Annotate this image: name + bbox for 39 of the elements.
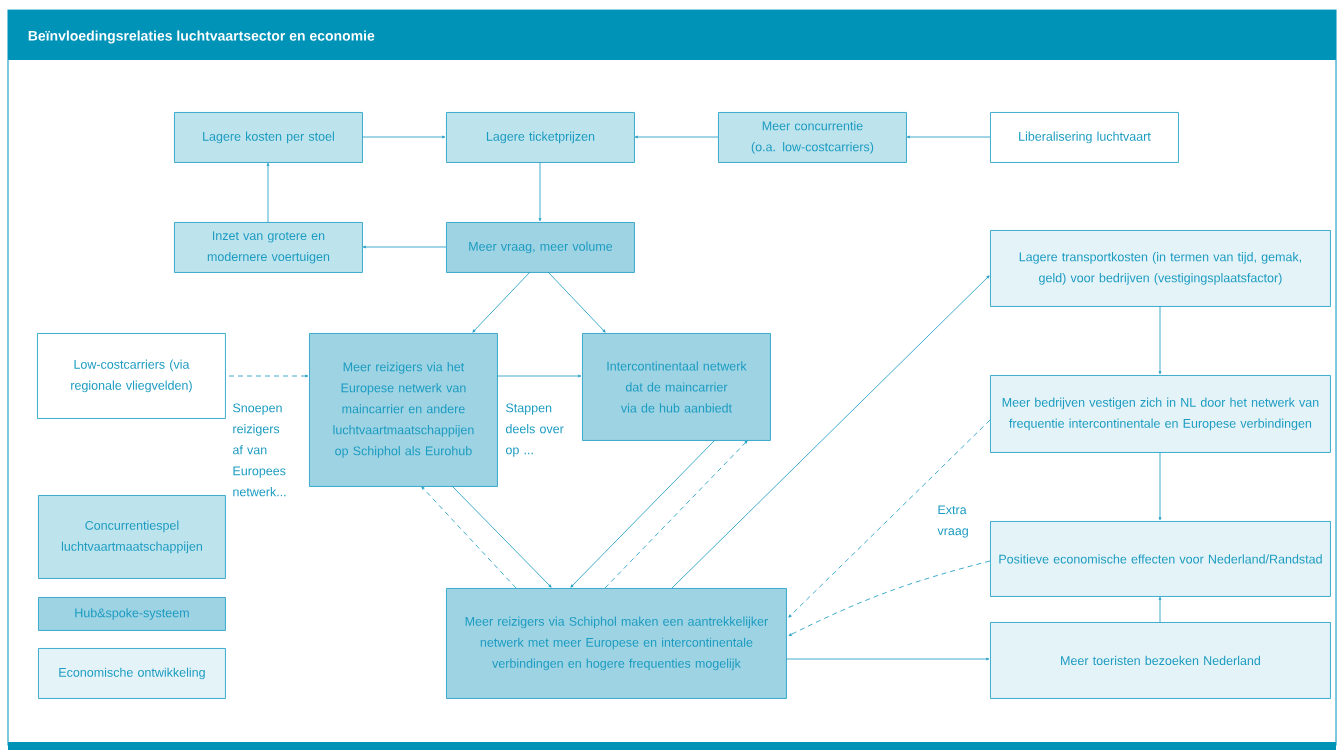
- arrow: [361, 135, 446, 139]
- arrow: [496, 374, 582, 378]
- arrow: [547, 271, 606, 333]
- process-box: Meer toeristen bezoeken Nederland: [990, 622, 1331, 699]
- arrow: [634, 135, 719, 139]
- note-label: Extra vraag: [937, 505, 968, 538]
- process-box: Inzet van grotere en modernere voertuigen: [174, 222, 363, 273]
- arrow: [1158, 596, 1162, 623]
- arrow: [362, 245, 447, 249]
- process-box: Meer reizigers via het Europese netwerk van maincarrier en andere luchtvaartmaatschappijen op Schiphol als Eurohub: [309, 333, 498, 487]
- arrow: [266, 162, 270, 223]
- arrow: [451, 485, 552, 588]
- process-box: Intercontinentaal netwerk dat de maincarrier via de hub aanbiedt: [582, 333, 771, 441]
- process-box: Meer bedrijven vestigen zich in NL door het netwerk van frequentie intercontinentale en Europese verbindingen: [990, 375, 1331, 453]
- arrow: [228, 374, 309, 378]
- edge-label: Snoepen reizigers af van Europees netwerk...: [233, 403, 286, 497]
- edge-label: Stappen deels over op ...: [505, 403, 564, 457]
- process-box: Lagere kosten per stoel: [174, 112, 363, 163]
- arrow: [906, 135, 991, 139]
- process-box: Low-costcarriers (via regionale vliegvelden): [37, 333, 226, 419]
- arrow: [788, 419, 991, 618]
- arrow: [1158, 305, 1162, 375]
- process-box: Meer vraag, meer volume: [446, 222, 635, 273]
- arrow: [671, 275, 990, 589]
- process-box: Lagere transportkosten (in termen van tijd, gemak, geld) voor bedrijven (vestigingsplaatsfactor): [990, 230, 1331, 307]
- title: Beïnvloedingsrelaties luchtvaartsector en economie: [28, 30, 375, 44]
- arrow: [538, 161, 542, 222]
- arrow: [1158, 451, 1162, 521]
- arrow: [421, 486, 517, 589]
- arrow: [604, 440, 748, 589]
- process-box: Lagere ticketprijzen: [446, 112, 635, 163]
- arrow: [472, 271, 531, 333]
- process-box: Liberalisering luchtvaart: [990, 112, 1179, 163]
- arrow: [785, 657, 990, 661]
- process-box: Positieve economische effecten voor Nederland/Randstad: [990, 521, 1331, 597]
- process-box: Meer concurrentie (o.a. low-costcarriers): [718, 112, 907, 163]
- arrow: [788, 560, 991, 636]
- arrow: [570, 439, 716, 588]
- process-box: Meer reizigers via Schiphol maken een aantrekkelijker netwerk met meer Europese en intercontinentale verbindingen en hogere frequenties mogelijk: [446, 588, 787, 699]
